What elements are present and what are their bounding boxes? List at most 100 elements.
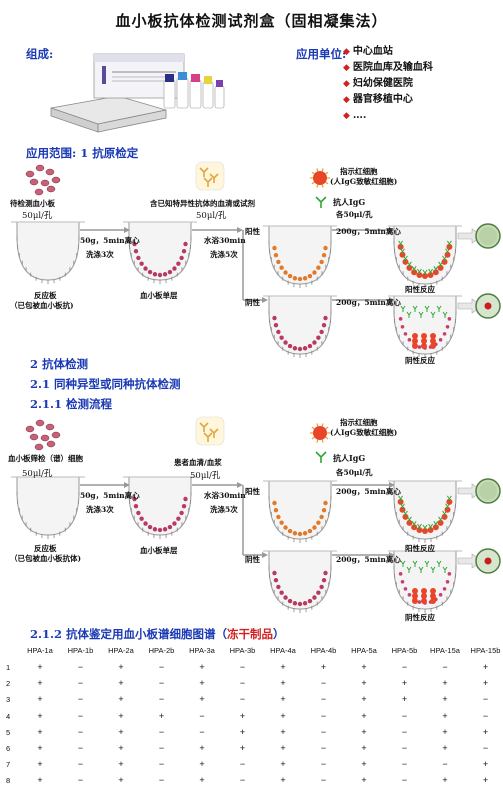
table-cell: + [361, 662, 367, 672]
flow1-anti-vol: 各50μl/孔 [336, 210, 373, 219]
table-cell: + [280, 662, 286, 672]
platelet-dot [319, 259, 324, 265]
flow1-neg: 阴性 [245, 298, 260, 307]
antibody-mark [446, 240, 452, 247]
platelet-dot [273, 253, 279, 258]
diamond-icon: ◆ [343, 63, 350, 73]
table-cell: − [158, 726, 165, 737]
table-row-number: 5 [6, 727, 11, 737]
table-header-cell: HPA-3a [189, 646, 215, 655]
table-cell: + [37, 678, 43, 689]
platelet-dot [176, 516, 181, 521]
anti-igg-icon [315, 196, 327, 208]
antibody-mark [433, 266, 439, 273]
platelet-dot [302, 346, 308, 351]
antibody-mark [430, 566, 436, 573]
table-cell: + [482, 662, 489, 672]
platelet-dot [297, 276, 303, 282]
flow1-spin1: 50g，5min离心 [80, 236, 140, 245]
flow1-indicator-sub: (人IgG致敏红细胞) [330, 177, 398, 186]
table-cell: − [320, 775, 327, 786]
platelet-dot [312, 340, 317, 345]
flow-arrow-4-head [389, 297, 395, 303]
table-cell: + [401, 678, 408, 689]
table-cell: + [361, 710, 367, 721]
flow-arrow-4-head [389, 552, 395, 558]
platelet-dot [179, 255, 184, 261]
rbc-dot [421, 333, 427, 339]
platelet-dot [312, 270, 317, 275]
table-cell: + [199, 694, 205, 705]
platelet-dot [292, 601, 298, 606]
flow-1-graphic [11, 161, 501, 358]
platelet-dot [316, 520, 321, 525]
section-2-1: 2.1 同种异型或同种抗体检测 [30, 377, 181, 391]
antibody-mark [398, 240, 404, 247]
table-cell: + [361, 743, 367, 753]
table-cell: − [442, 662, 448, 672]
platelet-dot [172, 521, 177, 526]
platelet-dot [442, 587, 447, 591]
platelet-dot [172, 266, 177, 271]
flow1-anti-igg: 抗人IgG [333, 197, 366, 207]
table-cell: + [442, 710, 448, 721]
table-cell: + [361, 678, 367, 689]
flow2-wash1: 洗涤3次 [86, 505, 114, 514]
flow2-spin3: 200g，5min离心 [336, 555, 401, 564]
antibody-mark [436, 305, 442, 312]
platelet-dot [407, 593, 412, 597]
diamond-icon: ◆ [343, 79, 350, 89]
rbc-dot [430, 333, 436, 339]
reaction-well-pos-result [388, 480, 462, 543]
platelet-dot [273, 323, 279, 328]
table-cell: − [320, 759, 327, 770]
antibody-mark [428, 268, 433, 276]
platelet-dot [279, 590, 284, 595]
platelet-dot [297, 531, 303, 537]
reaction-well-pos [263, 480, 337, 543]
antibody-mark [424, 305, 430, 312]
platelet-dot [176, 261, 181, 266]
section-2: 2 抗体检测 [30, 357, 89, 371]
table-row-number: 3 [6, 695, 11, 705]
platelet-dot [183, 241, 188, 247]
section-2-1-2: 2.1.2 抗体鉴定用血小板谱细胞图谱（冻干制品） [30, 627, 285, 641]
indicator-rbc-icon [310, 423, 330, 443]
table-cell: + [442, 743, 448, 753]
platelet-dot [279, 520, 284, 525]
antibody-mark [403, 510, 408, 517]
table-cell: − [320, 694, 327, 705]
platelet-dot [276, 514, 281, 520]
antibody-mark [433, 521, 439, 528]
platelet-dot [445, 324, 450, 329]
reaction-well-pos [263, 225, 337, 288]
kit-illustration [50, 53, 225, 133]
antibody-mark [406, 311, 412, 318]
reaction-well-neg [263, 295, 337, 358]
table-cell: + [320, 662, 327, 672]
flow2-bath: 水浴30min [204, 491, 246, 500]
antibody-mark [446, 495, 452, 502]
antibody-mark [412, 305, 418, 312]
table-header-cell: HPA-15b [470, 646, 501, 655]
rbc-dot [421, 343, 427, 349]
rbc-dot [416, 527, 423, 534]
table-cell: − [239, 759, 246, 770]
table-cell: − [158, 775, 165, 786]
result-circle-neg [475, 548, 501, 574]
table-cell: − [239, 694, 246, 705]
table-header-cell: HPA-5a [351, 646, 377, 655]
antibody-mark [418, 566, 424, 573]
table-cell: + [280, 678, 286, 689]
result-circle-pos [475, 478, 501, 504]
antibody-mark [398, 495, 404, 502]
table-cell: + [239, 743, 246, 753]
platelet-dot [283, 595, 288, 600]
platelet-dot [167, 524, 173, 530]
table-cell: + [239, 710, 246, 721]
flow-2-graphic [11, 416, 501, 613]
platelet-dot [273, 578, 279, 583]
kit-image [46, 50, 226, 140]
antibody-mark [418, 311, 424, 318]
reaction-well-neg [263, 550, 337, 613]
